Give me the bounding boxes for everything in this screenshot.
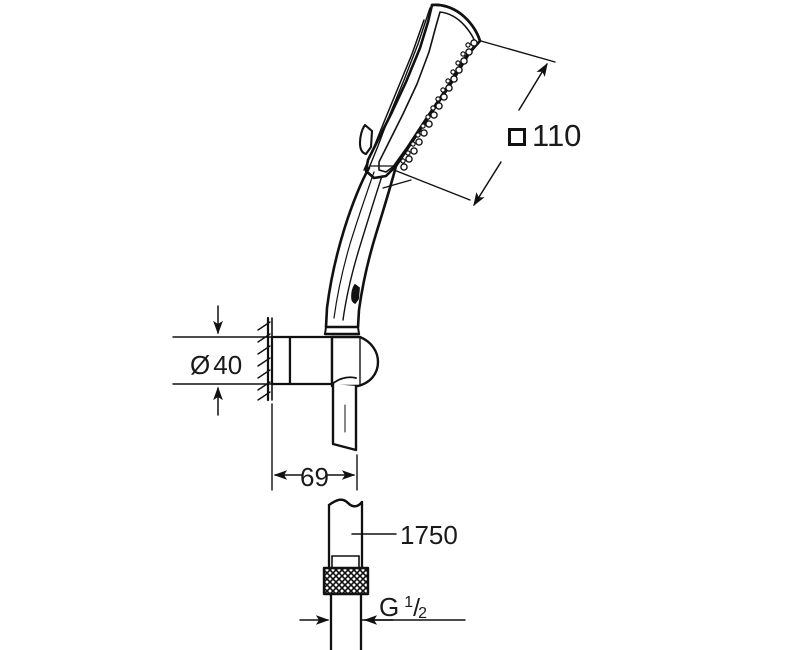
square-symbol-icon [508, 128, 526, 146]
thread-slash: / [413, 594, 421, 622]
dimension-label-1750: 1750 [400, 520, 458, 550]
thread-denominator: 2 [418, 605, 427, 622]
knurled-hose-connector [322, 566, 370, 596]
thread-fraction: 1/2 [404, 592, 429, 623]
dimension-diameter-40 [172, 305, 287, 416]
dimension-110 [393, 40, 556, 207]
dimension-label-110: 110 [508, 118, 581, 154]
hand-shower-handle [323, 123, 412, 336]
diameter-symbol-icon: Ø [190, 350, 211, 380]
dimension-g-half [299, 599, 466, 633]
dimension-value-110: 110 [532, 118, 582, 153]
wall-bracket-holder [270, 335, 380, 452]
hand-shower-head [363, 3, 482, 180]
nozzle-row [400, 39, 478, 171]
thread-prefix: G [379, 592, 400, 622]
shower-hose [322, 498, 370, 650]
dimension-value-40: 40 [213, 350, 243, 380]
dimension-69 [271, 403, 358, 491]
wall-hatching-symbol [257, 316, 273, 402]
thread-numerator: 1 [404, 594, 414, 611]
dimension-label-69: 69 [300, 462, 329, 492]
nozzle-row-inner [400, 42, 471, 164]
